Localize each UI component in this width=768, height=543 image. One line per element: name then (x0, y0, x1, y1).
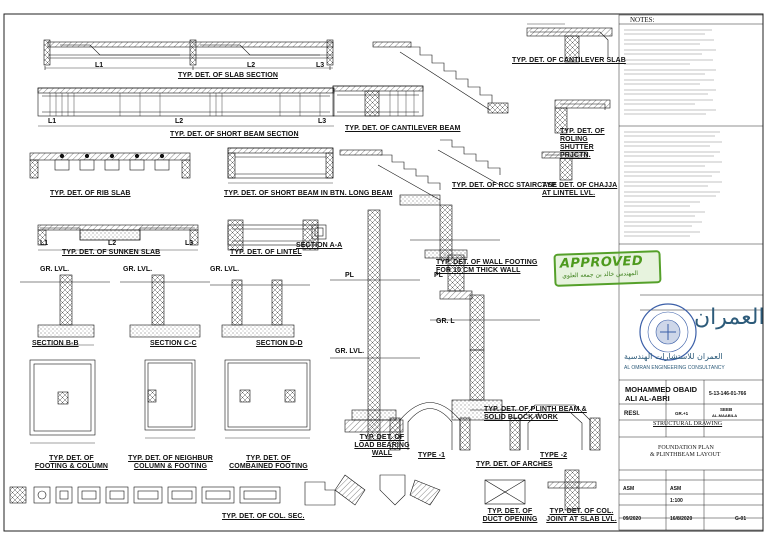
label-gr-lvl-wall: GR. LVL. (335, 348, 365, 355)
approver-signature-text: المهندس خالد بن جمعه العلوي (562, 269, 639, 280)
caption-section-bb: SECTION B-B (32, 340, 79, 347)
client-name: MOHAMMED OBAID ALI AL-ABRI (625, 385, 697, 403)
label-l2-slab: L2 (247, 62, 256, 69)
caption-section-dd: SECTION D-D (256, 340, 303, 347)
label-l2-beam: L2 (175, 118, 184, 125)
combined-footing-drawing (224, 359, 311, 439)
floor-value: GR.+1 (675, 411, 689, 416)
approved-stamp: APPROVED المهندس خالد بن جمعه العلوي (553, 250, 662, 287)
staircase-upper-drawing (372, 41, 509, 114)
title-block-frame (618, 14, 764, 531)
cantilever-slab-drawing (526, 23, 613, 63)
caption-footing-column: TYP. DET. OF FOOTING & COLUMN (34, 455, 109, 470)
drawn-by-value: ASM (623, 486, 635, 492)
section-aa-drawing (311, 224, 327, 240)
roling-shutter-drawing (554, 99, 611, 134)
caption-slab-section: TYP. DET. OF SLAB SECTION (178, 72, 278, 79)
caption-sunken-slab: TYP. DET. OF SUNKEN SLAB (62, 249, 161, 256)
rcc-staircase-drawing (339, 139, 501, 206)
caption-duct-opening: TYP. DET. OF DUCT OPENING (482, 508, 538, 523)
company-name-arabic: العمران للاستشارات الهندسية (624, 352, 723, 361)
plot-number: 5-13-146-01-766 (709, 391, 747, 397)
caption-cantilever-beam: TYP. DET. OF CANTILEVER BEAM (345, 125, 461, 132)
short-beam-long-beam-drawing (227, 147, 334, 184)
company-logo: العمران (694, 305, 765, 330)
approved-text: APPROVED (559, 253, 644, 272)
col-joint-drawing (547, 469, 597, 511)
short-beam-section-drawing (37, 87, 335, 127)
caption-type2: TYPE -2 (540, 452, 568, 459)
drawing-name-line1: FOUNDATION PLAN (658, 445, 714, 451)
caption-plinth-beam: TYP. DET. OF PLINTH BEAM & SOLID BLOCK W… (484, 406, 587, 421)
caption-short-beam-section: TYP. DET. OF SHORT BEAM SECTION (170, 131, 299, 138)
caption-arches: TYP. DET. OF ARCHES (476, 461, 553, 468)
label-l3-slab: L3 (316, 62, 325, 69)
rib-slab-drawing (29, 152, 191, 179)
slab-section-drawing (43, 39, 334, 70)
notes-fine-print (624, 29, 722, 237)
caption-combined-footing: TYP. DET. OF COMBAINED FOOTING (229, 455, 308, 470)
client-name-line2: ALI AL-ABRI (625, 394, 670, 403)
duct-opening-drawing (484, 479, 526, 505)
label-l3-beam: L3 (318, 118, 327, 125)
caption-roling-shutter: TYP. DET. OF ROLING SHUTTER PRJCTN. (560, 128, 605, 159)
sunken-slab-drawing (37, 224, 199, 251)
caption-type1: TYPE -1 (418, 452, 446, 459)
label-l2-sunken: L2 (108, 240, 117, 247)
footing-column-drawing (29, 359, 96, 444)
caption-col-sec: TYP. DET. OF COL. SEC. (222, 513, 305, 520)
caption-lintel: TYP. DET. OF LINTEL (230, 249, 302, 256)
location-value: SEEB (720, 407, 733, 412)
label-pl-wall: PL (345, 272, 354, 279)
sheet-number: G-01 (735, 516, 747, 522)
plinth-beam-drawing (430, 254, 540, 421)
section-cc-drawing (120, 274, 210, 338)
caption-load-bearing-wall: TYP. DET. OF LOAD BEARING WALL (354, 434, 410, 457)
caption-neighbour-column: TYP. DET. OF NEIGHBUR COLUMN & FOOTING (128, 455, 213, 470)
section-bb-drawing (20, 274, 110, 346)
client-name-line1: MOHAMMED OBAID (625, 385, 698, 394)
cantilever-beam-drawing (332, 85, 424, 117)
caption-col-joint: TYP. DET. OF COL. JOINT AT SLAB LVL. (546, 508, 617, 523)
caption-short-beam-long-beam: TYP. DET. OF SHORT BEAM IN BTN. LONG BEA… (224, 190, 393, 197)
neighbour-column-drawing (144, 359, 196, 439)
arches-drawing (389, 402, 601, 451)
label-l3-sunken: L3 (185, 240, 194, 247)
project-type: RESI. (624, 411, 640, 417)
caption-section-aa: SECTION A-A (296, 242, 343, 249)
label-gr-lvl-cc: GR. LVL. (123, 266, 153, 273)
drawing-name-line2: & PLINTHBEAM LAYOUT (650, 452, 721, 458)
label-gr-l-plinth: GR. L (436, 318, 455, 325)
caption-rcc-staircase: TYP. DET. OF RCC STAIRCASE (452, 182, 558, 189)
discipline-value: STRUCTURAL DRAWING (653, 421, 723, 427)
engineer-seal (639, 303, 697, 361)
label-l1-slab: L1 (95, 62, 104, 69)
caption-rib-slab: TYP. DET. OF RIB SLAB (50, 190, 131, 197)
label-l1-sunken: L1 (40, 240, 49, 247)
scale-value: 1:100 (670, 498, 683, 504)
lintel-drawing (227, 219, 319, 251)
notes-title: NOTES: (630, 16, 655, 24)
date-left-value: 09/2020 (623, 516, 642, 522)
label-gr-lvl-dd: GR. LVL. (210, 266, 240, 273)
caption-section-cc: SECTION C-C (150, 340, 197, 347)
section-dd-drawing (210, 279, 310, 338)
load-bearing-wall-drawing (330, 209, 420, 441)
chajja-drawing (541, 151, 588, 181)
company-name-english: AL OMRAN ENGINEERING CONSULTANCY (624, 365, 725, 371)
caption-chajja: TYP. DET. OF CHAJJA AT LINTEL LVL. (542, 182, 618, 197)
checked-by-value: ASM (670, 486, 682, 492)
col-sections-drawing (9, 474, 441, 506)
label-gr-lvl-bb: GR. LVL. (40, 266, 70, 273)
location-value-2: AL-MAABILA (712, 413, 738, 418)
date-mid-value: 16/8/2020 (670, 516, 693, 522)
caption-cantilever-slab: TYP. DET. OF CANTILEVER SLAB (512, 57, 626, 64)
label-l1-beam: L1 (48, 118, 57, 125)
label-pl-plinth: PL (434, 272, 443, 279)
wall-footing-drawing (410, 204, 500, 261)
caption-wall-footing: TYP. DET. OF WALL FOOTING FOR 10 CM THIC… (436, 259, 538, 274)
